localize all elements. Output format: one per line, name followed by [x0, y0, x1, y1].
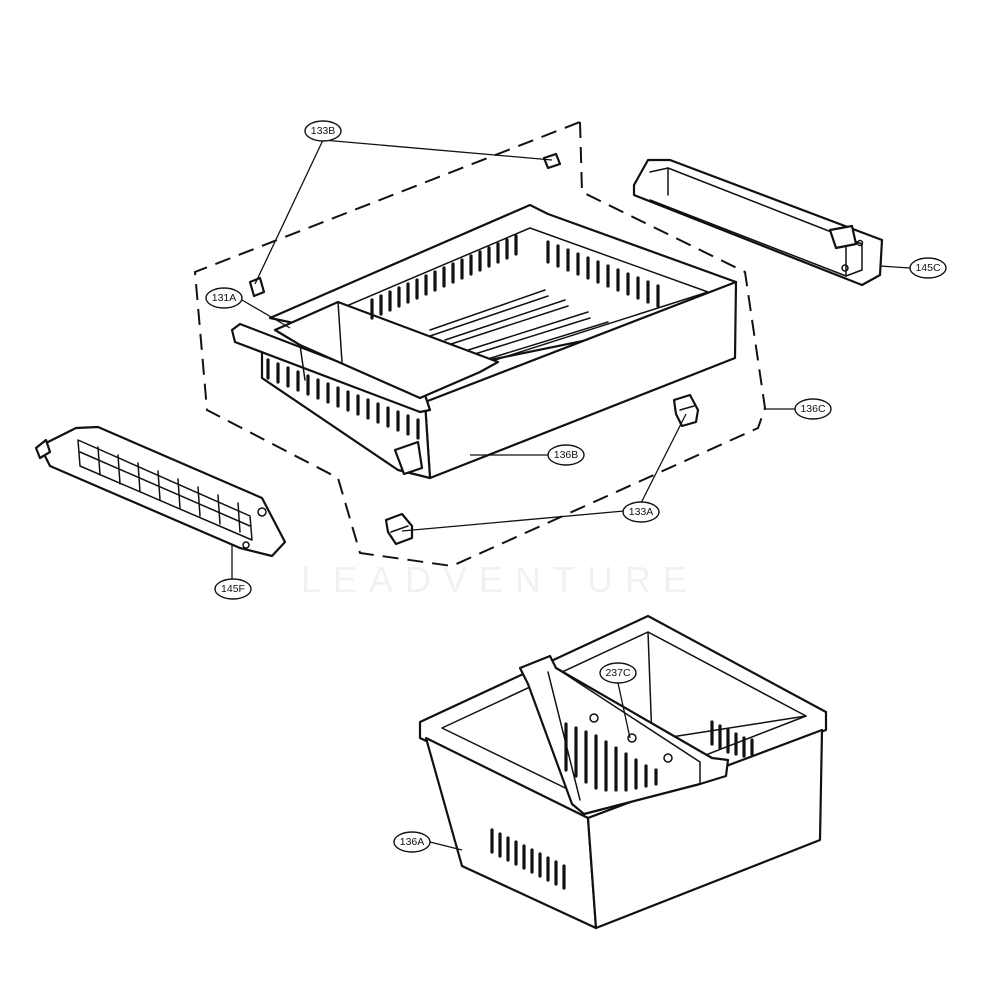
- leader-237C: [617, 682, 631, 739]
- drawer-back-vents: [370, 234, 660, 320]
- callout-label: 136C: [800, 403, 826, 415]
- callout-133A: 133A: [622, 501, 660, 523]
- leader-136A: [429, 841, 463, 851]
- callout-label: 145C: [915, 262, 941, 274]
- callout-label: 237C: [605, 667, 631, 679]
- callout-label: 133B: [311, 125, 336, 137]
- leader-131A: [241, 299, 291, 329]
- callout-label: 136B: [554, 449, 579, 461]
- upper-drawer-136B: [230, 203, 738, 480]
- leader-lines: [231, 139, 911, 851]
- rail-145C: [632, 158, 884, 287]
- leader-133B-a: [322, 139, 553, 161]
- drawer-side-vents: [266, 358, 420, 440]
- callout-label: 136A: [400, 836, 425, 848]
- leader-133A-a: [401, 510, 625, 532]
- basket-vents: [490, 720, 754, 890]
- assembly-dashed-boundary: [193, 120, 767, 568]
- callout-label: 131A: [212, 292, 237, 304]
- callout-237C: 237C: [599, 662, 637, 684]
- callout-136A: 136A: [393, 831, 431, 853]
- callout-145F: 145F: [214, 578, 252, 600]
- watermark-text: LEADVENTURE: [301, 559, 699, 600]
- callout-133B: 133B: [304, 120, 342, 142]
- leader-145C: [879, 265, 911, 269]
- lower-basket-136A: [418, 614, 828, 930]
- callout-131A: 131A: [205, 287, 243, 309]
- stopper-133A-right: [672, 393, 700, 428]
- leader-133A-b: [639, 413, 687, 506]
- callout-label: 133A: [629, 506, 654, 518]
- callout-label: 145F: [221, 583, 245, 595]
- callout-136B: 136B: [547, 444, 585, 466]
- clip-133B-upper: [542, 152, 562, 170]
- rail-145F: [34, 425, 287, 558]
- callout-136C: 136C: [794, 398, 832, 420]
- callout-145C: 145C: [909, 257, 947, 279]
- leader-133B-b: [254, 139, 324, 285]
- stopper-133A-left: [384, 512, 414, 546]
